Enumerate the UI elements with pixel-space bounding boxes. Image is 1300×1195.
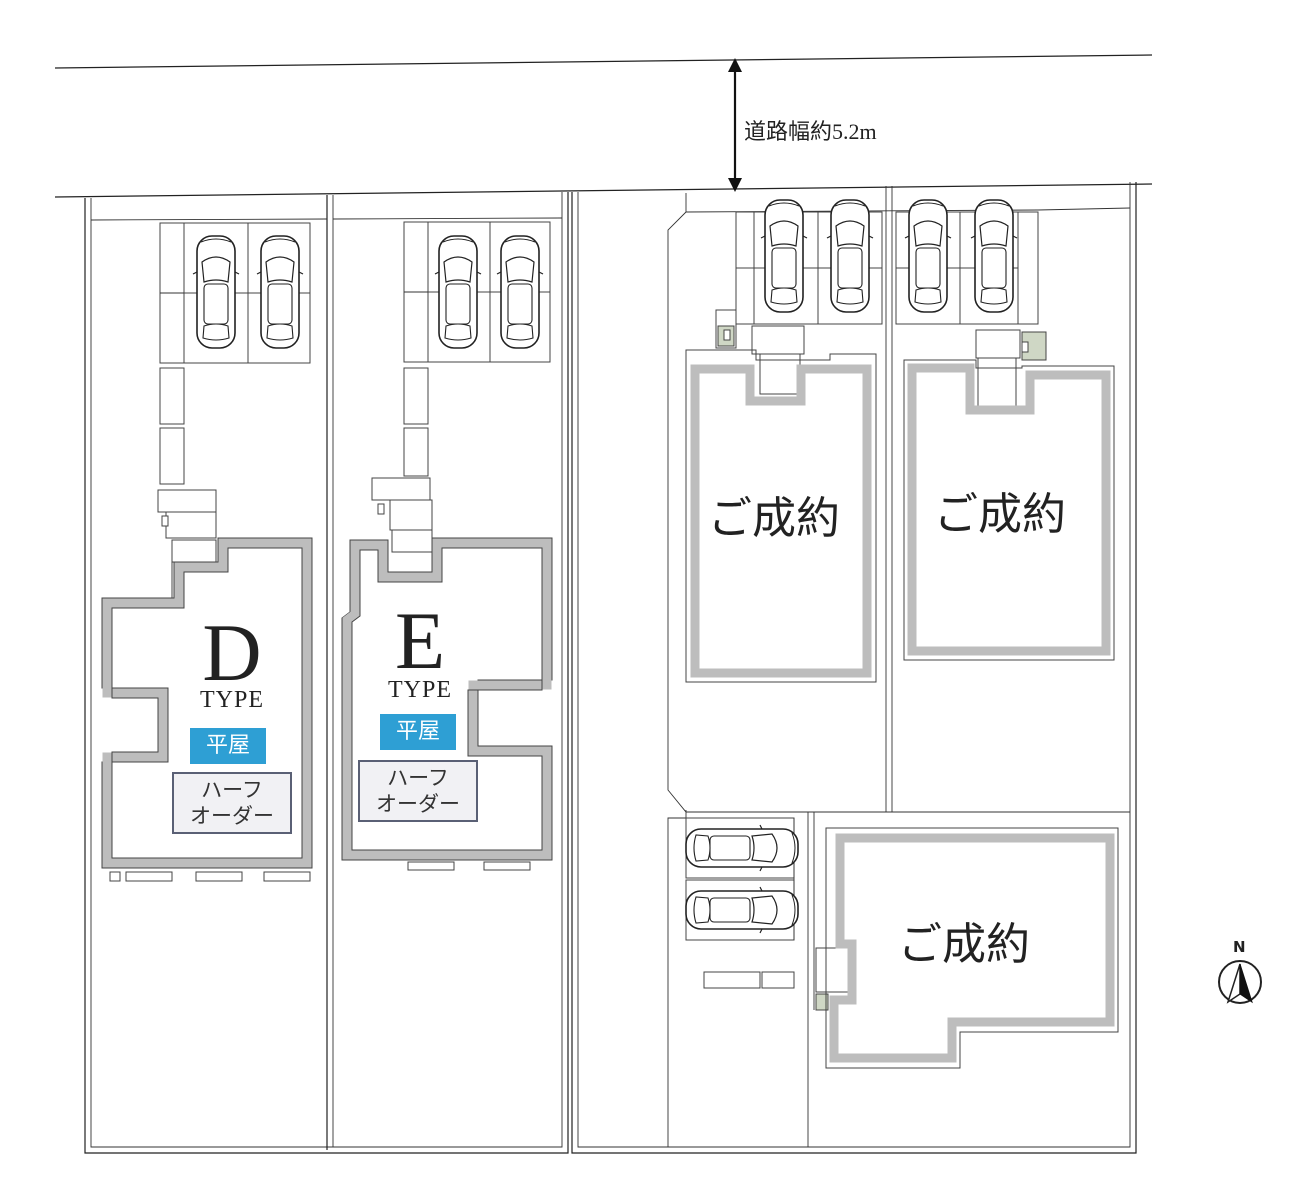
sold-lot-3-label: ご成約 xyxy=(898,919,1030,970)
car-icon xyxy=(826,199,874,313)
right-block xyxy=(571,182,1137,1154)
sold-lot-2-house xyxy=(903,359,1115,661)
lot-d-order-line1: ハーフ xyxy=(201,778,263,802)
lot-d-order-badge: ハーフ オーダー xyxy=(172,772,292,834)
lot-d-type-word: TYPE xyxy=(200,687,264,713)
lot-e-order-line2: オーダー xyxy=(376,792,460,816)
road xyxy=(54,54,1153,198)
compass-icon xyxy=(1218,960,1262,1004)
lot-e-site xyxy=(371,221,551,553)
car-icon xyxy=(192,235,240,349)
lot-d-house xyxy=(101,537,313,882)
car-icon xyxy=(685,824,799,872)
lot-d-style-badge: 平屋 xyxy=(190,728,266,764)
compass-north-label: N xyxy=(1233,938,1246,956)
lot-d-site xyxy=(157,222,311,600)
car-icon xyxy=(685,886,799,934)
road-width-label: 道路幅約5.2m xyxy=(744,119,877,144)
sold-lot-1-house xyxy=(685,349,877,683)
sold-lot-3-site xyxy=(685,817,853,1011)
road-width-arrow xyxy=(728,58,742,192)
lot-e-letter: E xyxy=(394,595,446,686)
sold-lot-1-label: ご成約 xyxy=(708,493,840,544)
lot-d-letter: D xyxy=(202,607,262,698)
car-icon xyxy=(760,199,808,313)
sold-lot-2-site xyxy=(895,199,1047,411)
lot-e-style-badge: 平屋 xyxy=(380,714,456,750)
sold-lot-1-site xyxy=(715,199,883,395)
lot-e-order-line1: ハーフ xyxy=(387,766,449,790)
lot-e-type-word: TYPE xyxy=(388,677,452,703)
lot-d-order-line2: オーダー xyxy=(190,804,274,828)
sold-lot-3-house xyxy=(825,827,1119,1069)
car-icon xyxy=(904,199,952,313)
car-icon xyxy=(256,235,304,349)
car-icon xyxy=(970,199,1018,313)
left-block xyxy=(84,192,569,1154)
car-icon xyxy=(496,235,544,349)
lot-e-order-badge: ハーフ オーダー xyxy=(358,760,478,822)
lot-e-house xyxy=(341,537,553,871)
car-icon xyxy=(434,235,482,349)
sold-lot-2-label: ご成約 xyxy=(934,489,1066,540)
